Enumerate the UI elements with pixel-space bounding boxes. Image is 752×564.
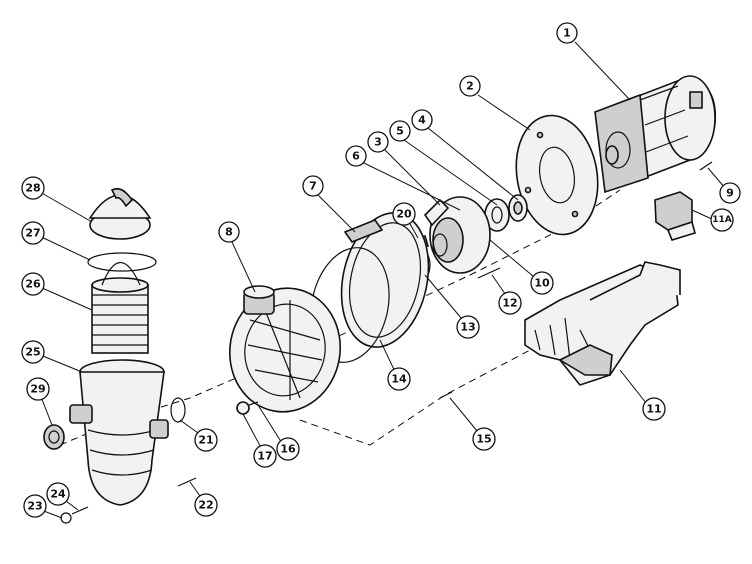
strainer-pin (71, 506, 89, 515)
callout-20: 20 (392, 202, 416, 226)
lid-o-ring (87, 252, 157, 272)
callout-3: 3 (367, 131, 389, 153)
diffuser-pin (477, 267, 501, 279)
svg-text:15: 15 (476, 433, 491, 446)
strainer-lid (88, 187, 152, 240)
callout-6: 6 (345, 145, 367, 167)
callout-27: 27 (21, 221, 45, 245)
svg-text:10: 10 (534, 277, 550, 290)
svg-text:8: 8 (225, 226, 233, 239)
callout-25: 25 (21, 340, 45, 364)
callout-11: 11 (642, 397, 666, 421)
svg-text:13: 13 (460, 321, 475, 334)
svg-text:11A: 11A (712, 215, 732, 225)
svg-text:23: 23 (27, 500, 42, 513)
svg-text:17: 17 (257, 450, 272, 463)
impeller (423, 196, 491, 274)
callout-8: 8 (218, 221, 240, 243)
pump-housing (228, 285, 342, 413)
callout-10: 10 (530, 271, 554, 295)
svg-text:5: 5 (396, 125, 404, 138)
callout-7: 7 (302, 175, 324, 197)
strainer-drain-plug (43, 424, 65, 450)
strainer-basket (91, 277, 149, 354)
svg-text:9: 9 (726, 187, 734, 200)
callout-26: 26 (21, 272, 45, 296)
svg-text:12: 12 (502, 297, 517, 310)
svg-text:22: 22 (198, 499, 213, 512)
svg-text:25: 25 (25, 346, 40, 359)
svg-text:28: 28 (25, 182, 40, 195)
callout-13: 13 (456, 315, 480, 339)
base-axis-line (299, 349, 531, 446)
callout-11a: 11A (710, 208, 734, 232)
callout-28: 28 (21, 176, 45, 200)
motor (594, 75, 717, 194)
svg-text:3: 3 (374, 136, 382, 149)
callout-16: 16 (276, 437, 300, 461)
svg-text:21: 21 (198, 434, 213, 447)
strainer-washer (60, 512, 72, 524)
svg-text:26: 26 (25, 278, 41, 291)
callout-22: 22 (194, 493, 218, 517)
clamp-and-ring (310, 212, 430, 363)
shaft-seal (484, 194, 528, 232)
svg-text:16: 16 (280, 443, 296, 456)
callout-29: 29 (26, 377, 50, 401)
callout-15: 15 (472, 427, 496, 451)
callout-1: 1 (556, 22, 578, 44)
svg-text:1: 1 (563, 27, 571, 40)
callout-23: 23 (23, 494, 47, 518)
svg-text:27: 27 (25, 227, 40, 240)
svg-text:11: 11 (646, 403, 661, 416)
seal-plate (515, 114, 599, 236)
base-screw (439, 391, 453, 399)
svg-text:14: 14 (391, 373, 407, 386)
strainer-bolt (177, 477, 197, 487)
callout-9: 9 (719, 182, 741, 204)
basket-handle (101, 262, 141, 286)
svg-text:29: 29 (30, 383, 45, 396)
foot-bracket (654, 191, 696, 241)
callout-21: 21 (194, 428, 218, 452)
callout-5: 5 (389, 120, 411, 142)
callout-24: 24 (46, 482, 70, 506)
svg-text:4: 4 (418, 114, 426, 127)
svg-text:6: 6 (352, 150, 360, 163)
callout-12: 12 (498, 291, 522, 315)
callout-14: 14 (387, 367, 411, 391)
strainer-housing (69, 359, 169, 506)
callout-4: 4 (411, 109, 433, 131)
callout-2: 2 (459, 75, 481, 97)
callout-17: 17 (253, 444, 277, 468)
pump-base (524, 261, 681, 386)
svg-text:2: 2 (466, 80, 474, 93)
strainer-o-ring (170, 397, 186, 423)
svg-text:20: 20 (396, 208, 412, 221)
svg-text:24: 24 (50, 488, 66, 501)
bracket-screw (699, 161, 713, 171)
svg-text:7: 7 (309, 180, 317, 193)
